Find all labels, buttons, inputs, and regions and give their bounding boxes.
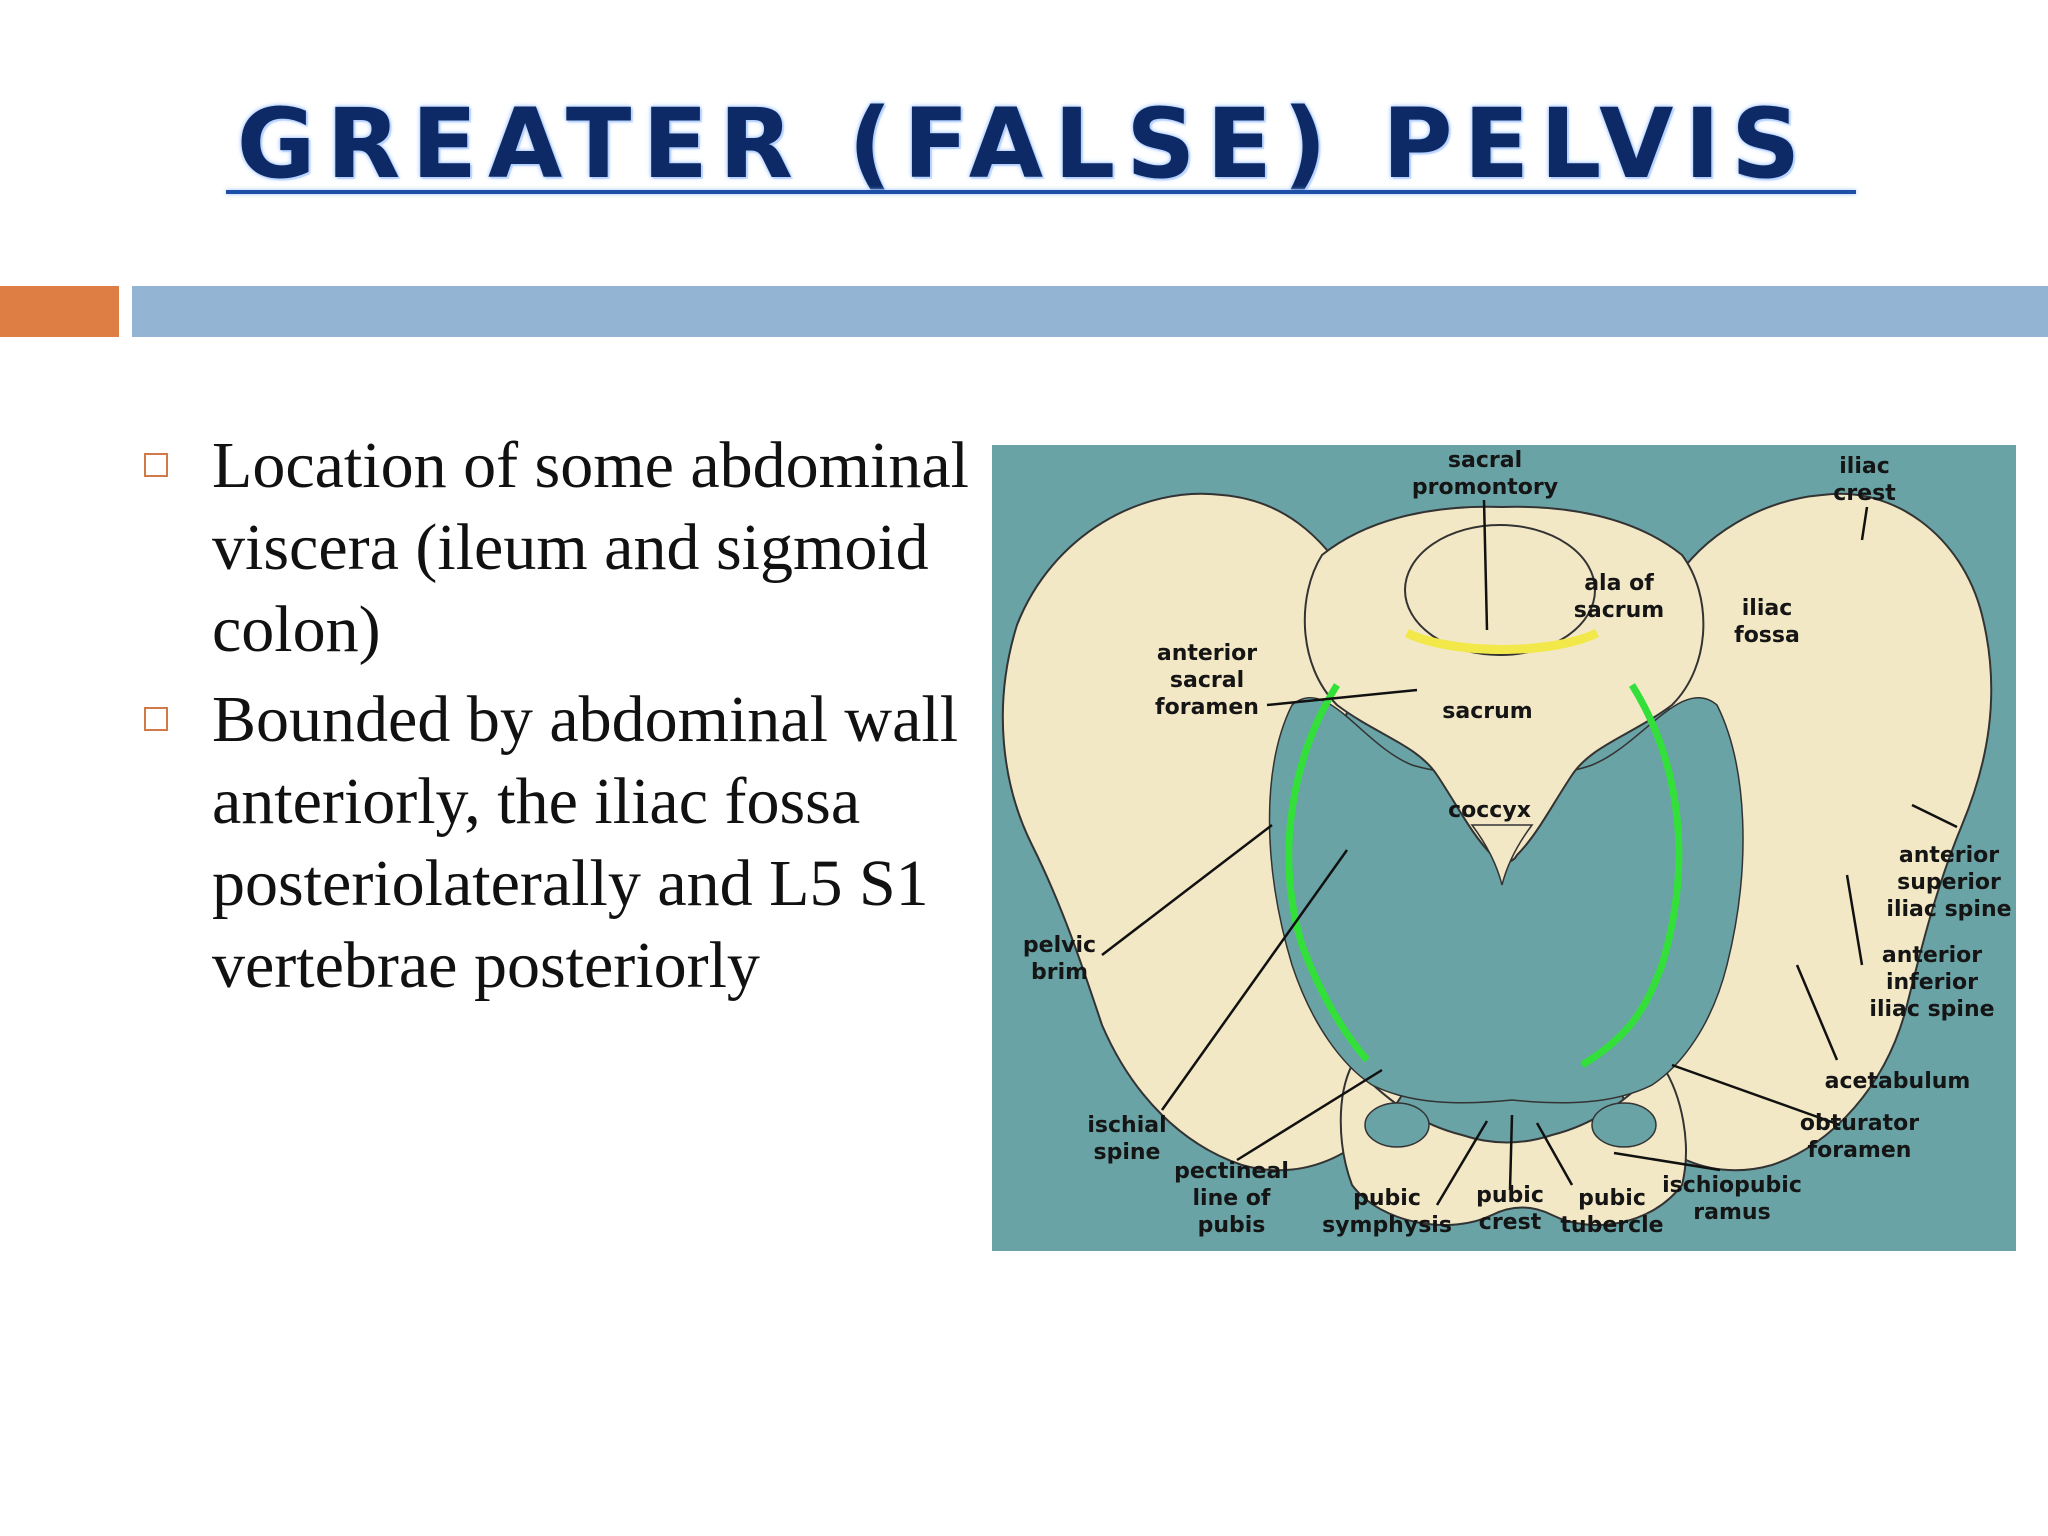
bullet-list: Location of some abdominal viscera (ileu… <box>140 425 990 1015</box>
label-pubic-tubercle: pubic tubercle <box>1560 1186 1664 1238</box>
label-anterior-sacral-foramen: anterior sacral foramen <box>1155 641 1259 720</box>
vertebral-body-shape <box>1404 524 1596 656</box>
bullet-text: Location of some abdominal viscera (ileu… <box>212 429 969 666</box>
pelvis-diagram: sacral promontory iliac crest ala of sac… <box>992 445 2016 1251</box>
right-pelvic-brim-line <box>1580 683 1683 1069</box>
label-pubic-symphysis: pubic symphysis <box>1322 1186 1452 1238</box>
label-pubic-crest: pubic crest <box>1476 1183 1544 1235</box>
square-bullet-icon <box>144 707 168 731</box>
label-anterior-superior-iliac-spine: anterior superior iliac spine <box>1886 843 2012 922</box>
label-ala-of-sacrum: ala of sacrum <box>1573 571 1665 623</box>
left-obturator-foramen <box>1364 1102 1430 1148</box>
coccyx-shape <box>1470 824 1534 886</box>
label-ischiopubic-ramus: ischiopubic ramus <box>1662 1173 1802 1225</box>
pubis-shape <box>1339 1063 1687 1226</box>
header-bar <box>132 286 2048 337</box>
label-anterior-inferior-iliac-spine: anterior inferior iliac spine <box>1869 943 1995 1022</box>
square-bullet-icon <box>144 453 168 477</box>
label-sacral-promontory: sacral promontory <box>1411 448 1559 500</box>
label-iliac-fossa: iliac fossa <box>1734 596 1800 648</box>
bullet-item: Location of some abdominal viscera (ileu… <box>140 425 990 671</box>
label-iliac-crest: iliac crest <box>1833 454 1896 506</box>
label-pectineal-line: pectineal line of pubis <box>1174 1159 1289 1238</box>
pelvis-drawing <box>1001 492 1993 1226</box>
leader-lines <box>1101 499 1958 1206</box>
promontory-line <box>1405 628 1599 654</box>
label-sacrum: sacrum <box>1442 699 1533 724</box>
bullet-text: Bounded by abdominal wall anteriorly, th… <box>212 683 959 1002</box>
label-acetabulum: acetabulum <box>1824 1069 1971 1094</box>
label-coccyx: coccyx <box>1448 798 1531 823</box>
title-underline <box>226 190 1856 194</box>
label-pelvic-brim: pelvic brim <box>1022 933 1097 985</box>
label-ischial-spine: ischial spine <box>1087 1113 1167 1165</box>
slide-title: GREATER (FALSE) PELVIS <box>236 88 1812 200</box>
label-obturator-foramen: obturator foramen <box>1799 1111 1920 1163</box>
right-obturator-foramen <box>1591 1102 1657 1148</box>
accent-bar <box>0 286 119 337</box>
bullet-item: Bounded by abdominal wall anteriorly, th… <box>140 679 990 1007</box>
